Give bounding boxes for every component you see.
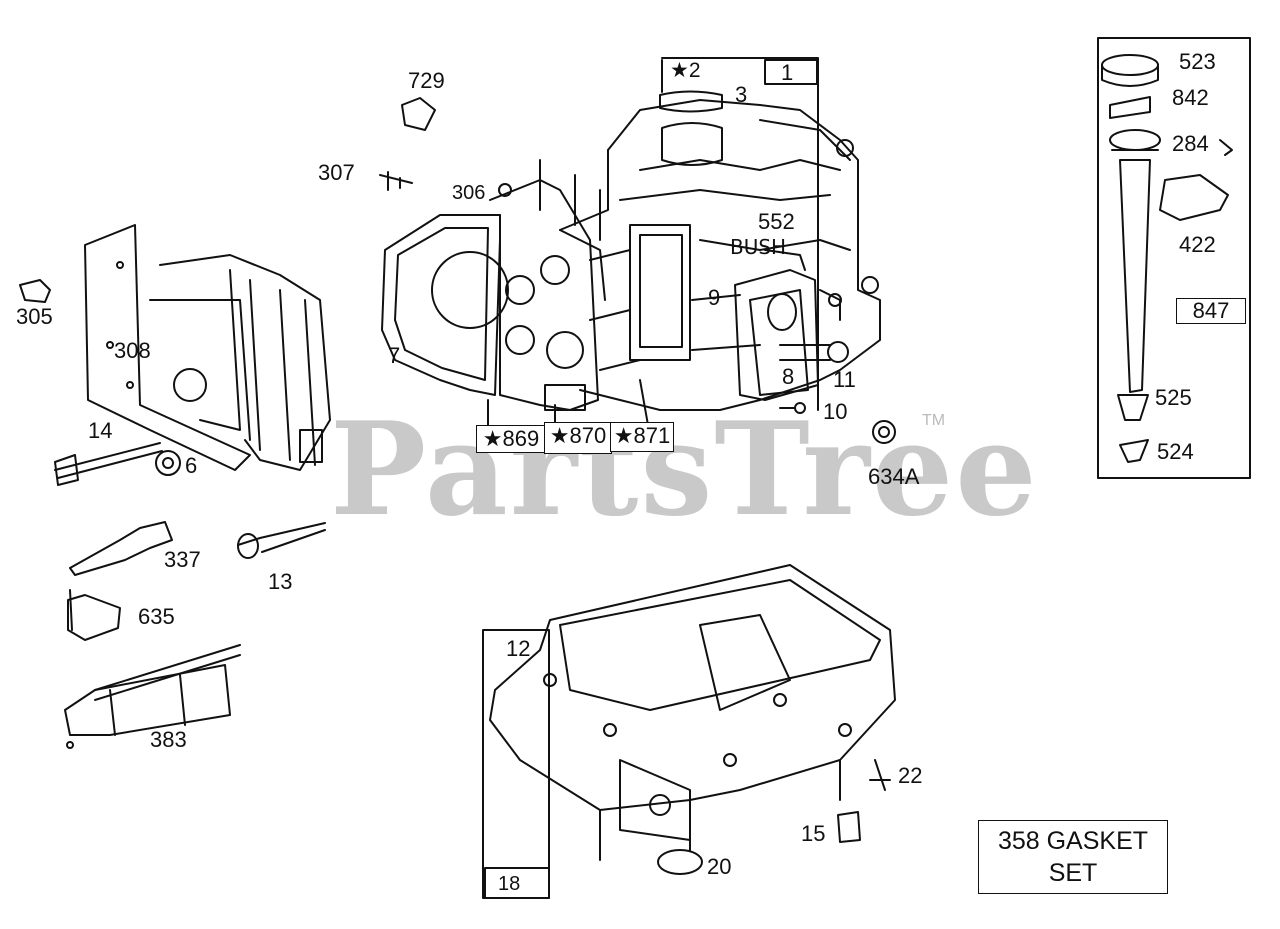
callout-869: ★869 bbox=[476, 425, 546, 453]
callout-15: 15 bbox=[801, 821, 826, 846]
callout-7: 7 bbox=[388, 343, 401, 368]
callout-2: ★2 bbox=[670, 59, 701, 82]
trademark-mark: TM bbox=[922, 412, 946, 429]
callout-11: 11 bbox=[833, 367, 856, 392]
ring-634a bbox=[872, 420, 896, 444]
baffle-plate bbox=[84, 224, 331, 471]
star-callout-leaders bbox=[487, 379, 649, 426]
callout-525: 525 bbox=[1155, 385, 1192, 410]
watermark: PartsTree bbox=[330, 395, 1039, 545]
callout-3: 3 bbox=[735, 82, 748, 107]
breather-cover bbox=[734, 249, 849, 414]
callout-842: 842 bbox=[1172, 85, 1209, 110]
gasket-set-box: 358 GASKET SET bbox=[978, 820, 1168, 894]
callout-10: 10 bbox=[823, 399, 848, 424]
callout-13: 13 bbox=[268, 569, 293, 594]
callout-8: 8 bbox=[782, 364, 795, 389]
callout-729: 729 bbox=[408, 68, 445, 93]
callout-337: 337 bbox=[164, 547, 201, 572]
gasket-set-line1: 358 GASKET bbox=[997, 827, 1149, 855]
callout-9: 9 bbox=[708, 285, 721, 310]
callout-20: 20 bbox=[707, 854, 732, 879]
callout-306: 306 bbox=[452, 182, 486, 204]
callout-284: 284 bbox=[1172, 131, 1209, 156]
callout-18: 18 bbox=[498, 873, 521, 895]
crankcase-frame bbox=[661, 57, 819, 411]
callout-14: 14 bbox=[88, 418, 113, 443]
dipstick-box bbox=[1097, 37, 1251, 479]
callout-1: 1 bbox=[781, 60, 794, 85]
callout-635: 635 bbox=[138, 604, 175, 629]
callout-523: 523 bbox=[1179, 49, 1216, 74]
callout-12: 12 bbox=[506, 636, 531, 661]
callout-871: ★871 bbox=[610, 422, 674, 452]
gasket-set-line2: SET bbox=[1048, 859, 1098, 887]
callout-22: 22 bbox=[898, 763, 923, 788]
cylinder-block bbox=[559, 90, 881, 411]
callout-524: 524 bbox=[1157, 439, 1194, 464]
callout-307: 307 bbox=[318, 160, 355, 185]
callout-422: 422 bbox=[1179, 232, 1216, 257]
callout-552: 552 bbox=[758, 209, 795, 234]
callout-634a: 634A bbox=[868, 464, 920, 489]
small-parts-left bbox=[19, 97, 436, 749]
callout-847: 847 bbox=[1176, 298, 1246, 324]
cylinder-head bbox=[381, 159, 606, 411]
callout-870: ★870 bbox=[544, 422, 612, 454]
callout-308: 308 bbox=[114, 338, 151, 363]
oil-sump bbox=[482, 564, 896, 899]
callout-383: 383 bbox=[150, 727, 187, 752]
callout-bush: BUSH bbox=[730, 235, 787, 259]
callout-305: 305 bbox=[16, 304, 53, 329]
callout-6: 6 bbox=[185, 453, 198, 478]
